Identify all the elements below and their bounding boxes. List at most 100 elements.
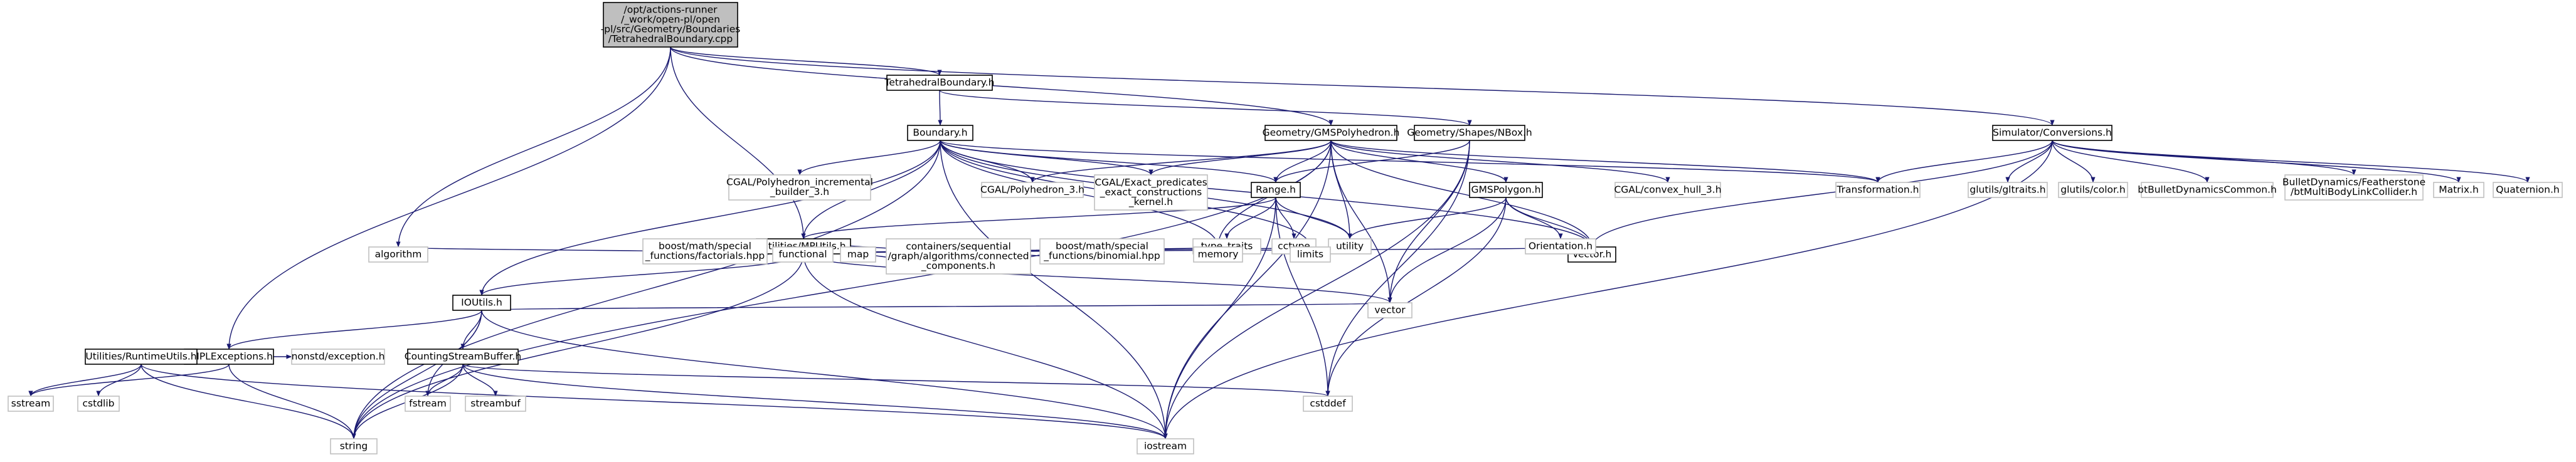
node-btcommon: btBulletDynamicsCommon.h [2138, 182, 2277, 198]
edge-gmspoly-to-cgalexact [1148, 140, 1332, 176]
edge-tetra-to-nbox [939, 90, 1472, 126]
node-box [1469, 182, 1543, 198]
node-box [77, 396, 120, 412]
node-vector: vector [1367, 302, 1413, 318]
edge-conversions-to-matrix [2052, 140, 2461, 183]
node-gmspoly[interactable]: Geometry/GMSPolyhedron.h [1263, 125, 1400, 141]
node-pmplexc[interactable]: PMPLExceptions.h [184, 349, 274, 365]
node-label: /TetrahedralBoundary.cpp [608, 33, 733, 45]
node-runtime[interactable]: Utilities/RuntimeUtils.h [85, 349, 198, 365]
node-cgalpoly: CGAL/Polyhedron_3.h [980, 182, 1084, 198]
node-box [886, 75, 993, 91]
node-gmspolygon[interactable]: GMSPolygon.h [1469, 182, 1543, 198]
edge-conversions-to-gltraits [2005, 140, 2053, 183]
node-label: CGAL/convex_hull_3.h [1614, 184, 1721, 196]
node-box [907, 125, 973, 141]
edge-conversions-to-featherstone [2052, 140, 2356, 176]
node-conversions[interactable]: Simulator/Conversions.h [1992, 125, 2112, 141]
node-label: _exact_constructions [1100, 186, 1202, 198]
node-box [2433, 182, 2484, 198]
node-ioutils[interactable]: IOUtils.h [452, 295, 511, 311]
node-label: BulletDynamics/Featherstone [2282, 177, 2425, 188]
node-gltraits: glutils/gltraits.h [1968, 182, 2048, 198]
edge-boundary-to-iostream [940, 140, 1168, 439]
node-iostream: iostream [1137, 438, 1194, 454]
node-label: /btMultiBodyLinkCollider.h [2291, 186, 2417, 197]
node-nbox[interactable]: Geometry/Shapes/NBox.h [1407, 125, 1532, 141]
node-label: fstream [409, 397, 447, 409]
node-box [1992, 125, 2112, 141]
edge-ioutils-to-vector [481, 302, 1391, 311]
node-box [1414, 125, 1525, 141]
node-featherstone: BulletDynamics/Featherstone/btMultiBodyL… [2282, 174, 2425, 201]
node-box [2284, 174, 2424, 201]
node-label: vector [1374, 304, 1406, 315]
node-box [407, 349, 519, 365]
node-root[interactable]: /opt/actions-runner/_work/open-pl/open-p… [601, 2, 741, 48]
edge-ioutils-to-pmplexc [226, 310, 482, 350]
node-label: _kernel.h [1128, 196, 1173, 208]
node-label: Geometry/GMSPolyhedron.h [1263, 127, 1400, 138]
node-label: streambuf [470, 397, 521, 409]
node-box [772, 246, 834, 263]
edge-mputils-to-iostream [803, 253, 1168, 439]
node-countbuf[interactable]: CountingStreamBuffer.h [405, 349, 521, 365]
node-box [452, 295, 511, 311]
node-box [330, 438, 378, 454]
node-boundary[interactable]: Boundary.h [907, 125, 973, 141]
edge-nbox-to-iostream [1163, 140, 1470, 439]
node-label: _functions/factorials.hpp [645, 250, 765, 262]
node-glcolor: glutils/color.h [2058, 182, 2128, 198]
edge-nbox-to-cstddef [1325, 140, 1470, 397]
node-range[interactable]: Range.h [1251, 182, 1301, 198]
edge-range-to-cctype [1275, 197, 1296, 239]
edge-pmplexc-to-sstream [28, 364, 230, 397]
edge-runtime-to-cstdlib [96, 364, 142, 397]
node-convexhull: CGAL/convex_hull_3.h [1614, 182, 1722, 198]
node-cstddef: cstddef [1303, 396, 1353, 412]
node-box [840, 246, 876, 263]
edge-range-to-typetraits [1224, 197, 1276, 239]
node-label: boost/math/special [1056, 241, 1148, 252]
node-label: IOUtils.h [461, 297, 502, 308]
node-label: /_work/open-pl/open [621, 14, 720, 26]
node-box [728, 174, 871, 201]
node-label: /opt/actions-runner [624, 4, 718, 16]
node-label: cstdlib [83, 397, 115, 409]
edge-ioutils-to-string [351, 310, 482, 439]
node-box [2141, 182, 2274, 198]
node-label: glutils/color.h [2060, 184, 2125, 195]
edge-conversions-to-glcolor [2052, 140, 2096, 183]
edge-conversions-to-quaternion [2052, 140, 2530, 183]
node-tetra[interactable]: TetrahedralBoundary.h [884, 75, 995, 91]
node-label: CGAL/Polyhedron_3.h [980, 184, 1084, 196]
edge-gmspolygon-to-orientation [1505, 197, 1563, 239]
node-label: /graph/algorithms/connected [888, 250, 1029, 261]
node-label: GMSPolygon.h [1471, 184, 1541, 195]
edge-gmspolygon-to-utility [1347, 197, 1507, 239]
edge-nbox-to-range [1273, 140, 1470, 183]
edge-runtime-to-sstream [28, 364, 142, 397]
node-transformation: Transformation.h [1835, 182, 1921, 198]
node-cgalexact: CGAL/Exact_predicates_exact_construction… [1094, 174, 1208, 211]
node-label: Geometry/Shapes/NBox.h [1407, 127, 1532, 138]
edge-boundary-to-ioutils [479, 140, 941, 296]
node-limits: limits [1290, 246, 1331, 263]
node-functional: functional [772, 246, 834, 263]
edge-boundary-to-string [351, 140, 941, 439]
node-binomial: boost/math/special_functions/binomial.hp… [1039, 238, 1165, 265]
node-map: map [840, 246, 876, 263]
edge-runtime-to-iostream [140, 364, 1168, 439]
edge-root-to-mputils [670, 46, 806, 239]
node-label: Simulator/Conversions.h [1993, 127, 2112, 138]
edge-boundary-to-polybuilder [797, 140, 941, 176]
node-box [886, 238, 1031, 275]
node-sstream: sstream [8, 396, 54, 412]
node-matrix: Matrix.h [2433, 182, 2484, 198]
edge-conversions-to-transformation [1875, 140, 2053, 183]
node-connected: containers/sequential/graph/algorithms/c… [886, 238, 1031, 275]
node-box [1328, 238, 1372, 255]
edge-boundary-to-transformation [940, 140, 1880, 183]
node-box [2493, 182, 2563, 198]
